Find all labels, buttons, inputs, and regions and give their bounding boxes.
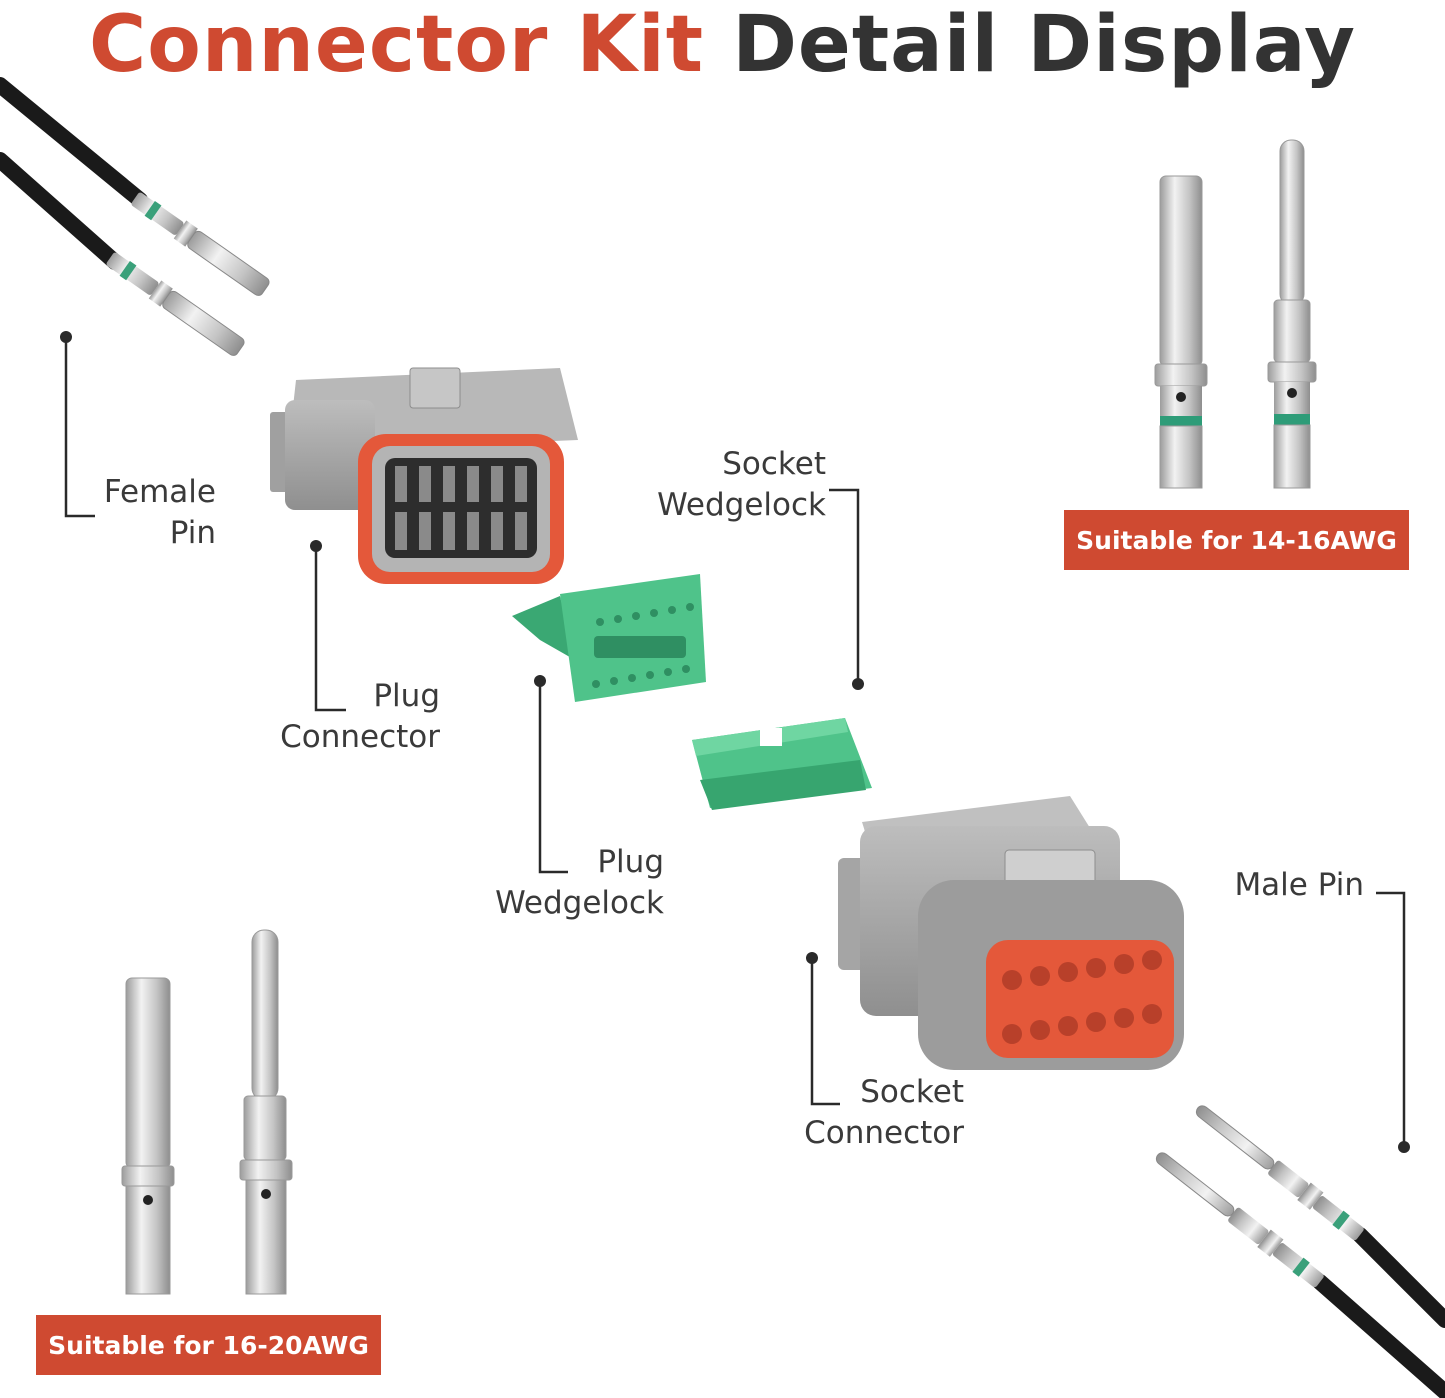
female-pin-cables [0,77,270,356]
pins-16-20awg [121,929,293,1295]
title-part-1: Connector Kit [89,0,705,90]
male-pin-label: Male Pin [1234,867,1364,903]
page-title: Connector Kit Detail Display [0,0,1445,90]
leader-dots [60,331,1410,1153]
title-part-2: Detail Display [732,0,1356,90]
plug-wedgelock-image [512,574,706,702]
socket-wedgelock-label: Socket Wedgelock [657,446,826,523]
socket-connector-label: Socket Connector [804,1074,964,1151]
badge-14-16awg: Suitable for 14-16AWG [1064,510,1409,570]
badge-16-20awg: Suitable for 16-20AWG [36,1315,381,1375]
female-pin-label: Female Pin [103,474,216,551]
male-pin-cables [1155,1105,1445,1398]
plug-connector-label: Plug Connector [280,678,440,755]
plug-wedgelock-label: Plug Wedgelock [495,844,664,921]
plug-connector-image [270,367,578,584]
pins-14-16awg [1154,139,1317,489]
socket-wedgelock-image [692,718,872,810]
socket-connector-image [838,796,1184,1070]
leader-lines [64,337,1406,1147]
